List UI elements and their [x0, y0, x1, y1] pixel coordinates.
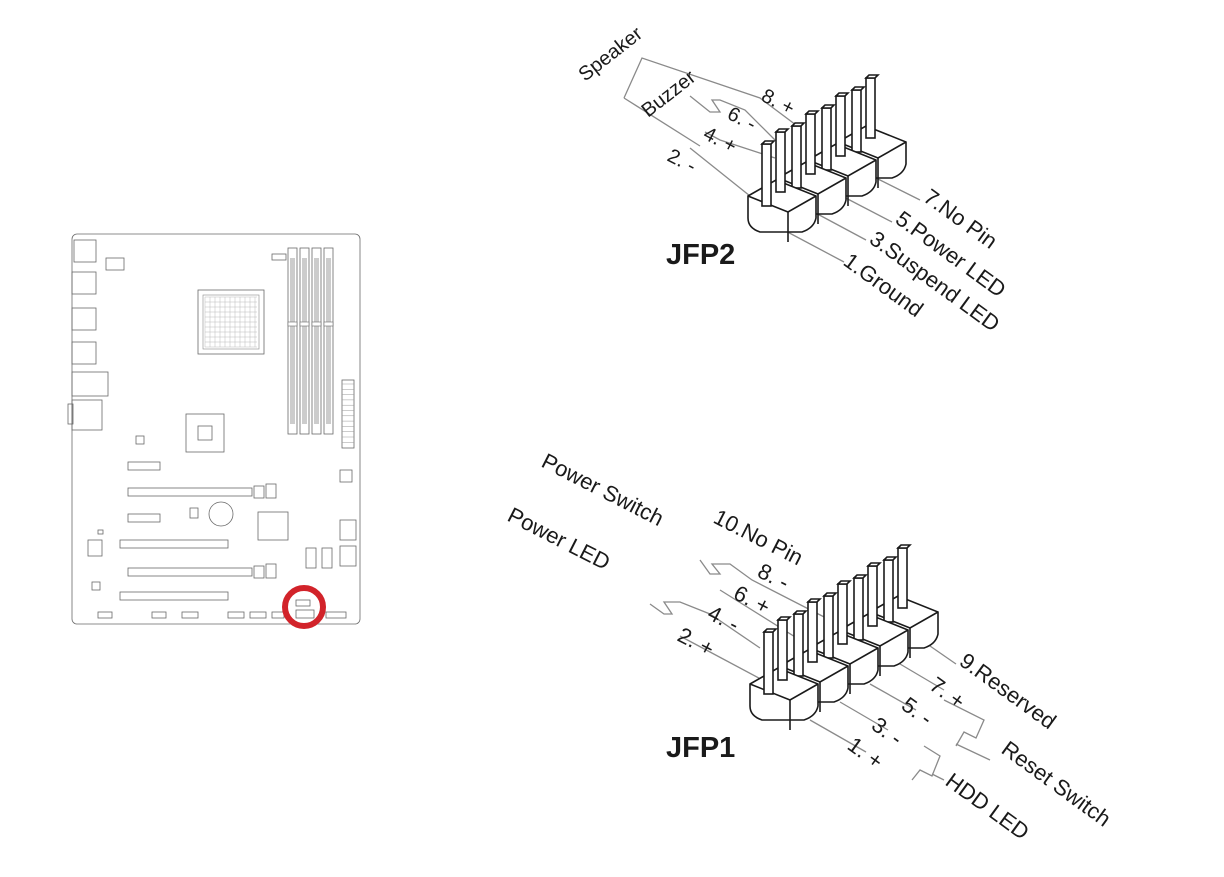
jfp2-pair-5-6-pin-front	[820, 104, 836, 171]
jfp1-hdd-led-label: HDD LED	[941, 768, 1034, 845]
jfp1-pin2-label: 2. +	[674, 622, 719, 661]
jfp2-pair-3-4-pin-back	[804, 110, 820, 175]
jfp1-diagram: JFP1 Power Switch Power LED 10.No Pin 8.…	[504, 448, 1116, 845]
jfp2-pin2-label: 2. -	[664, 145, 700, 178]
jfp2-buzzer-label: Buzzer	[638, 66, 701, 122]
jfp1-power-led-label: Power LED	[504, 502, 615, 575]
jfp1-pin5-label: 5. -	[897, 692, 937, 731]
jfp2-pin8-label: 8. +	[758, 85, 798, 120]
jfp1-pair-5-6-pin-back	[836, 580, 852, 645]
jfp2-pair-7-8-pin-back	[864, 74, 880, 139]
jfp1-connector	[749, 544, 939, 730]
jfp2-pair-5-6-pin-back	[834, 92, 850, 157]
jfp2-pair-1-2-pin-back	[774, 128, 790, 193]
jfp2-pin6-label: 6. -	[724, 103, 760, 136]
jfp1-pair-3-4-pin-back	[806, 598, 822, 663]
dimm-slots	[287, 247, 334, 435]
jfp1-title: JFP1	[666, 732, 735, 764]
jfp2-connector	[747, 74, 907, 242]
jfp2-speaker-label: Speaker	[575, 23, 648, 86]
motherboard-layout	[67, 233, 361, 629]
jfp2-pin4-label: 4. +	[700, 123, 740, 158]
cpu-socket	[197, 289, 265, 355]
jfp-location-highlight	[282, 585, 326, 629]
jfp1-pair-1-2-pin-back	[776, 616, 792, 681]
jfp2-diagram: JFP2 Speaker Buzzer 8. + 6. - 4. + 2. - …	[575, 23, 1011, 337]
jfp1-pair-7-8-pin-back	[866, 562, 882, 627]
jfp1-pin10-label: 10.No Pin	[710, 504, 807, 570]
jfp2-title: JFP2	[666, 239, 735, 271]
jfp1-pair-1-2-pin-front	[762, 628, 778, 695]
jfp2-pair-1-2-pin-front	[760, 140, 776, 207]
jfp1-pair-9-10-pin-back	[896, 544, 912, 609]
jfp1-power-switch-label: Power Switch	[538, 448, 668, 531]
jfp1-pair-7-8-pin-front	[852, 574, 868, 641]
jfp1-pin9-label: 9.Reserved	[955, 648, 1061, 734]
